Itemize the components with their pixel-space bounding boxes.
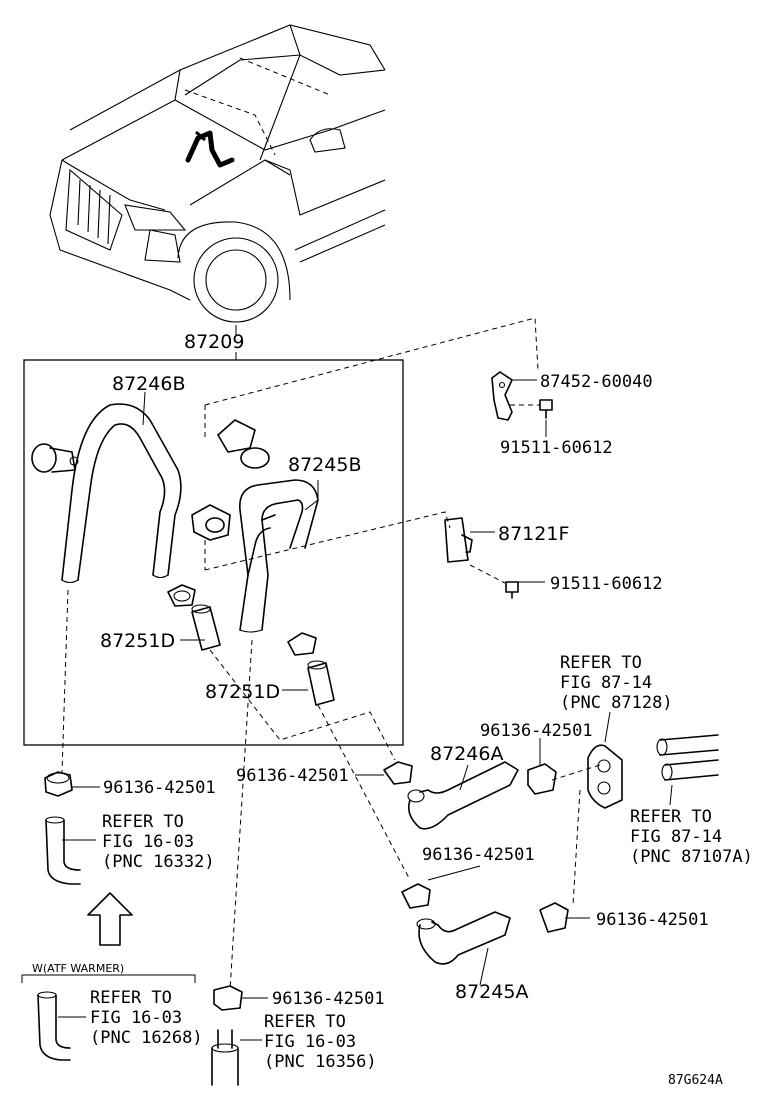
- clamp-lower-87251D: [287, 632, 317, 656]
- label-ref-16332-line3: (PNC 16332): [102, 852, 215, 872]
- pipe-pnc16268: [37, 991, 71, 1061]
- clamp-96136-bottom: [213, 985, 243, 1011]
- pipe-pnc16332: [45, 816, 81, 885]
- up-arrow: [87, 892, 133, 946]
- label-87245A: 87245A: [455, 981, 528, 1003]
- label-87251D-lower: 87251D: [205, 681, 280, 703]
- clamp-left-inbox: [31, 443, 79, 473]
- bracket-87121F: [444, 517, 473, 563]
- hose-87245B: [239, 479, 319, 633]
- label-ref-87107A-line2: FIG 87-14: [630, 827, 722, 847]
- hose-87246B: [61, 403, 182, 584]
- bolt-91511-b: [505, 581, 519, 599]
- dashed-connectors: [61, 317, 601, 991]
- label-87452-60040: 87452-60040: [540, 372, 653, 392]
- label-ref-16356-line3: (PNC 16356): [264, 1052, 377, 1072]
- label-clamp-lower: 96136-42501: [422, 845, 535, 865]
- label-ref-16268-line2: FIG 16-03: [90, 1008, 182, 1028]
- grommet-pnc87128: [587, 744, 623, 809]
- label-clamp-mid: 96136-42501: [236, 766, 349, 786]
- label-87246B: 87246B: [112, 373, 185, 395]
- hose-87245A: [416, 911, 511, 965]
- label-clamp-right: 96136-42501: [596, 910, 709, 930]
- label-87246A: 87246A: [430, 743, 503, 765]
- clamp-96136-left: [44, 771, 73, 797]
- pipes-pnc87107A: [656, 734, 719, 781]
- clamp-96136-right: [539, 902, 569, 933]
- label-ref-16356-line2: FIG 16-03: [264, 1032, 356, 1052]
- label-ref-16268-line1: REFER TO: [90, 988, 172, 1008]
- bolt-91511-a: [539, 399, 553, 419]
- label-87209: 87209: [184, 331, 244, 353]
- label-87121F: 87121F: [498, 523, 569, 545]
- label-ref-87107A-line3: (PNC 87107A): [630, 847, 753, 867]
- clamp-87452-inbox: [217, 419, 270, 469]
- clamp-96136-mid: [383, 761, 413, 785]
- label-ref-16332-line1: REFER TO: [102, 812, 184, 832]
- vehicle-illustration: [49, 24, 386, 335]
- pipe-pnc16356: [211, 1029, 239, 1086]
- hose-87246A: [407, 761, 519, 830]
- label-ref-16268-line3: (PNC 16268): [90, 1028, 203, 1048]
- label-clamp-bottom: 96136-42501: [272, 989, 385, 1009]
- leader-lines: [58, 379, 673, 1041]
- label-clamp-left: 96136-42501: [103, 778, 216, 798]
- bracket-87452: [491, 371, 513, 421]
- atf-warmer-box: [21, 974, 196, 983]
- clamp-upper-87251D: [167, 584, 196, 607]
- clamp-96136-87246A: [527, 763, 557, 795]
- pipe-87251D-lower: [307, 660, 335, 706]
- label-clamp-87246A: 96136-42501: [480, 721, 593, 741]
- label-ref-16356-line1: REFER TO: [264, 1012, 346, 1032]
- label-atf-warmer: W(ATF WARMER): [32, 962, 124, 975]
- label-87251D-upper: 87251D: [100, 630, 175, 652]
- clamp-96136-lower: [401, 883, 431, 909]
- label-87245B: 87245B: [288, 454, 361, 476]
- assembly-box: [23, 359, 404, 746]
- clamp-87121F-inbox: [191, 504, 231, 541]
- label-91511-60612-a: 91511-60612: [500, 438, 613, 458]
- label-ref-87128-line2: FIG 87-14: [560, 673, 652, 693]
- label-ref-87128-line3: (PNC 87128): [560, 693, 673, 713]
- pipe-87251D-upper: [191, 604, 221, 651]
- label-ref-87107A-line1: REFER TO: [630, 807, 712, 827]
- label-ref-16332-line2: FIG 16-03: [102, 832, 194, 852]
- figure-code: 87G624A: [668, 1073, 723, 1088]
- label-91511-60612-b: 91511-60612: [550, 574, 663, 594]
- label-ref-87128-line1: REFER TO: [560, 653, 642, 673]
